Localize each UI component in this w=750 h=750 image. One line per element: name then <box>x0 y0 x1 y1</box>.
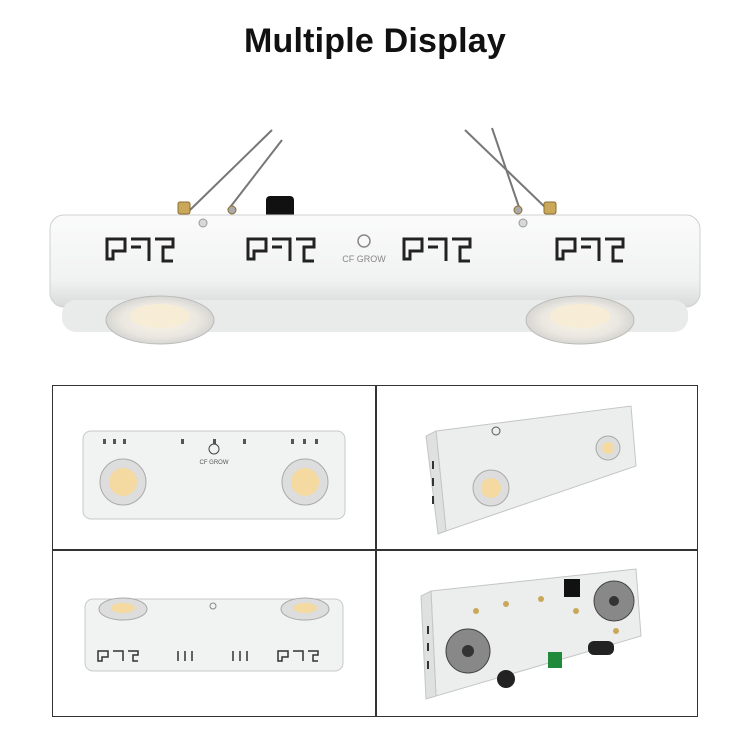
view-angled <box>376 386 697 549</box>
grid-divider-horizontal <box>53 549 697 551</box>
hanging-cables <box>189 127 549 211</box>
grid-divider-vertical <box>375 386 377 716</box>
views-grid: CF GROW <box>52 385 698 717</box>
page-title: Multiple Display <box>243 22 507 60</box>
svg-text:CF GROW: CF GROW <box>200 460 229 466</box>
hero-product-image: CF GROW <box>0 110 750 360</box>
cooling-fan-left <box>445 628 491 674</box>
view-back <box>376 551 697 716</box>
brand-logo: CF GROW <box>342 254 386 264</box>
view-side <box>53 551 375 716</box>
cooling-fan-right <box>593 580 635 622</box>
vent-patterns <box>105 237 625 263</box>
view-front: CF GROW <box>53 386 375 549</box>
dimmer-knob <box>266 196 294 218</box>
cable-hooks <box>177 201 557 215</box>
